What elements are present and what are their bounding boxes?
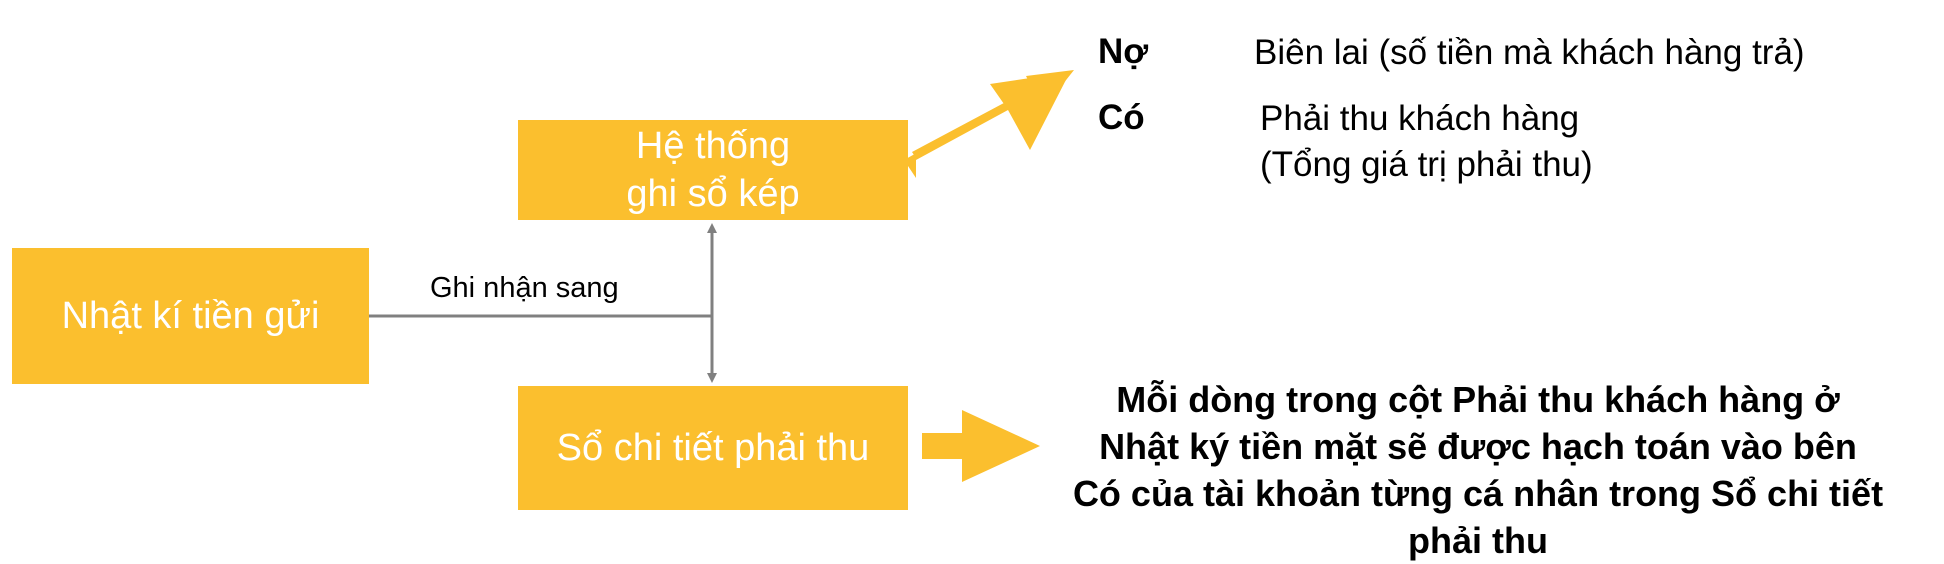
debit-key: Nợ [1098, 32, 1149, 71]
posting-note-line4: phải thu [1408, 520, 1548, 561]
posting-note-line3: Có của tài khoản từng cá nhân trong Sổ c… [1072, 473, 1884, 514]
credit-value: Phải thu khách hàng (Tổng giá trị phải t… [1260, 96, 1593, 188]
posting-note: Mỗi dòng trong cột Phải thu khách hàng ở… [1018, 376, 1938, 564]
credit-value-line1: Phải thu khách hàng [1260, 99, 1580, 138]
debit-value: Biên lai (số tiền mà khách hàng trả) [1254, 33, 1805, 72]
ledger-box-label: Sổ chi tiết phải thu [556, 427, 870, 469]
posting-note-line1: Mỗi dòng trong cột Phải thu khách hàng ở [1116, 379, 1840, 420]
ledger-box: Sổ chi tiết phải thu [518, 386, 908, 510]
journal-box-label: Nhật kí tiền gửi [61, 295, 320, 337]
journal-box: Nhật kí tiền gửi [12, 248, 369, 384]
double-entry-box: Hệ thống ghi sổ kép [518, 120, 908, 220]
credit-key: Có [1098, 98, 1145, 137]
arrow-up-right-icon [904, 70, 1074, 178]
posting-note-line2: Nhật ký tiền mặt sẽ được hạch toán vào b… [1099, 426, 1857, 467]
connector-label: Ghi nhận sang [430, 272, 619, 304]
arrow-right-icon [922, 410, 1040, 482]
credit-value-line2: (Tổng giá trị phải thu) [1260, 145, 1593, 184]
double-entry-box-line2: ghi sổ kép [626, 173, 800, 215]
double-entry-box-line1: Hệ thống [635, 125, 791, 167]
